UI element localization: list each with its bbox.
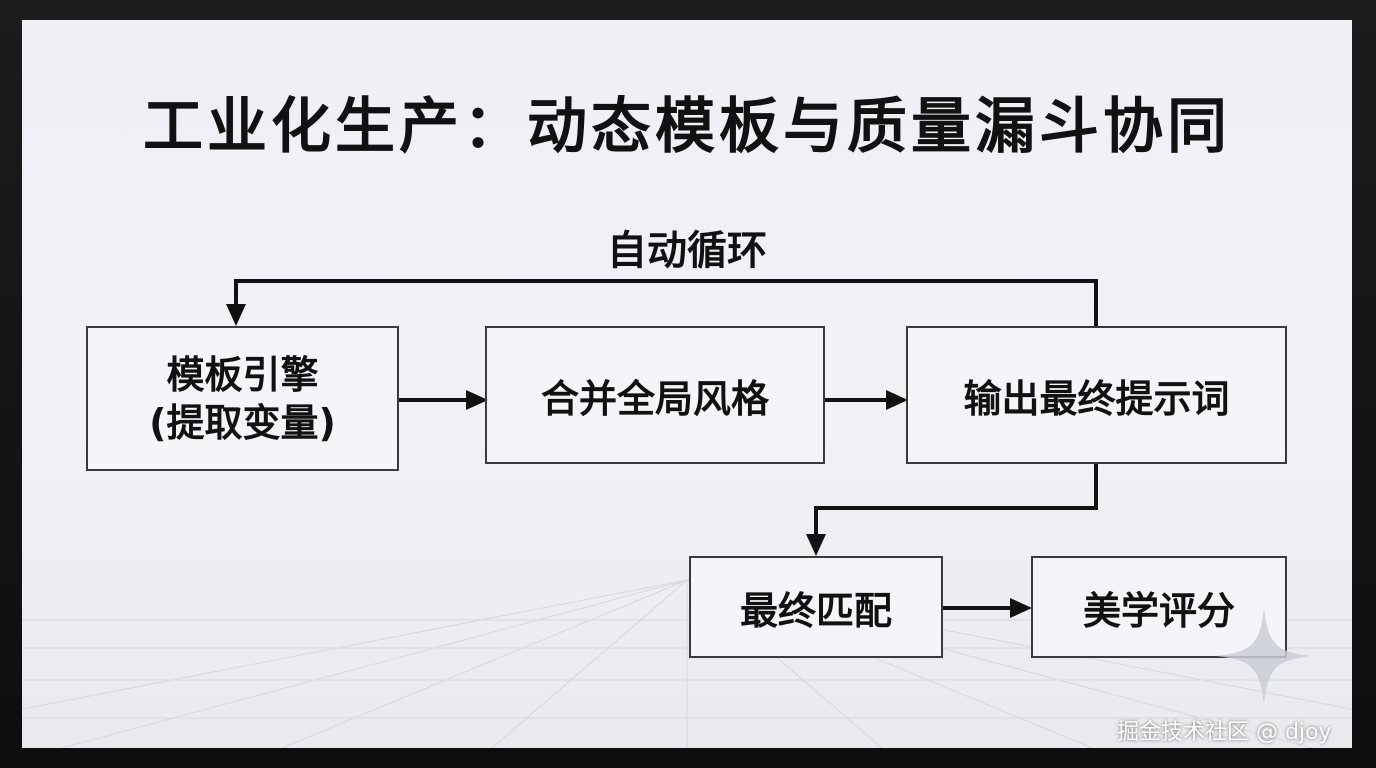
- node-output-prompt-label: 输出最终提示词: [963, 376, 1230, 421]
- loop-label: 自动循环: [607, 228, 767, 274]
- page-title: 工业化生产：动态模板与质量漏斗协同: [143, 92, 1231, 162]
- flow-connectors: [226, 279, 1098, 618]
- arrow-output-to-match: [812, 464, 1098, 552]
- node-output-prompt: 输出最终提示词: [906, 326, 1287, 464]
- node-template-engine: 模板引擎 (提取变量): [86, 326, 399, 471]
- node-template-engine-label: 模板引擎 (提取变量): [149, 352, 336, 445]
- node-final-match-label: 最终匹配: [739, 588, 892, 633]
- node-aesthetic-score: 美学评分: [1031, 556, 1287, 658]
- node-merge-style: 合并全局风格: [485, 326, 825, 464]
- watermark: 掘金技术社区 @ djoy: [1117, 720, 1332, 745]
- node-merge-style-label: 合并全局风格: [540, 376, 769, 421]
- sparkle-icon: [1216, 608, 1312, 704]
- screen: 工业化生产：动态模板与质量漏斗协同 自动循环 模板引擎 (提取变量) 合并全局风…: [22, 20, 1352, 748]
- loop-arrow: [232, 279, 1098, 326]
- node-aesthetic-score-label: 美学评分: [1082, 588, 1235, 633]
- node-final-match: 最终匹配: [689, 556, 943, 658]
